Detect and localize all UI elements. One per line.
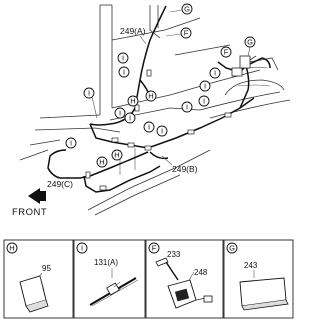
cable-clip-icon [89,277,139,307]
callout-i: I [117,52,129,64]
svg-text:I: I [122,54,124,63]
callout-h: H [145,90,157,102]
leader-249b [161,155,173,166]
svg-text:I: I [214,69,216,78]
relay-bracket-icon [167,279,213,309]
panel-i-part-131a: 131(A) [94,258,118,267]
front-label: FRONT [12,207,47,218]
callout-i: I [181,101,193,113]
callout-i: I [198,95,210,107]
svg-text:H: H [114,151,119,160]
callout-i: I [209,67,221,79]
svg-text:F: F [224,48,229,57]
callout-h: H [127,95,139,107]
tie-strap-icon [19,275,49,313]
bolt-icon [155,257,179,281]
insulator-pad-icon [239,277,289,311]
callout-i: I [65,137,77,149]
svg-text:I: I [203,97,205,106]
callout-h: H [111,149,123,161]
callout-i: I [124,112,136,124]
callout-f: F [165,27,192,39]
svg-text:I: I [161,127,163,136]
callouts: G F I I F G I I I H [65,3,256,168]
detail-panel-g: G 243 [223,239,294,319]
callout-i: I [83,87,98,119]
detail-panel-i: I 131(A) [73,239,146,319]
harness-lines [47,5,271,193]
callout-g: G [244,36,256,57]
panel-g-letter: G [229,244,235,253]
callout-h: H [96,156,108,168]
panel-i-letter: I [81,244,83,253]
callout-i: I [199,80,211,92]
svg-text:H: H [99,158,104,167]
front-arrow-icon [28,188,46,204]
detail-panel-f: F 233 248 [145,239,224,319]
detail-panel-h: H 95 [3,239,74,319]
harness-label-249c: 249(C) [47,179,73,189]
panel-f-letter: F [152,244,157,253]
svg-text:F: F [184,29,189,38]
panel-f-part-233: 233 [167,250,181,259]
leader-249a [139,35,147,45]
harness-label-249a: 249(A) [120,26,146,36]
callout-i: I [114,107,126,119]
svg-text:I: I [129,114,131,123]
svg-text:I: I [70,139,72,148]
panel-h-letter: H [9,244,14,253]
callout-i: I [143,121,155,133]
svg-text:G: G [184,5,190,14]
svg-text:H: H [148,92,153,101]
svg-text:I: I [148,123,150,132]
svg-text:I: I [123,68,125,77]
svg-text:H: H [130,97,135,106]
svg-text:I: I [186,103,188,112]
callout-i: I [156,125,168,137]
wiring-harness-diagram: 249(A) 249(B) 249(C) G F I I F G I I [3,3,294,319]
panel-f-part-248: 248 [194,268,208,277]
svg-text:G: G [247,38,253,47]
callout-i: I [118,66,130,78]
svg-text:I: I [204,82,206,91]
panel-h-part-95: 95 [42,264,51,273]
callout-f: F [220,46,232,58]
svg-text:I: I [88,89,90,98]
front-indicator: FRONT [12,188,47,218]
harness-label-249b: 249(B) [172,164,198,174]
callout-g: G [169,3,193,15]
bracket-connector [231,55,257,77]
svg-text:I: I [119,109,121,118]
harness-clips [85,69,232,191]
panel-g-part-243: 243 [244,261,258,270]
